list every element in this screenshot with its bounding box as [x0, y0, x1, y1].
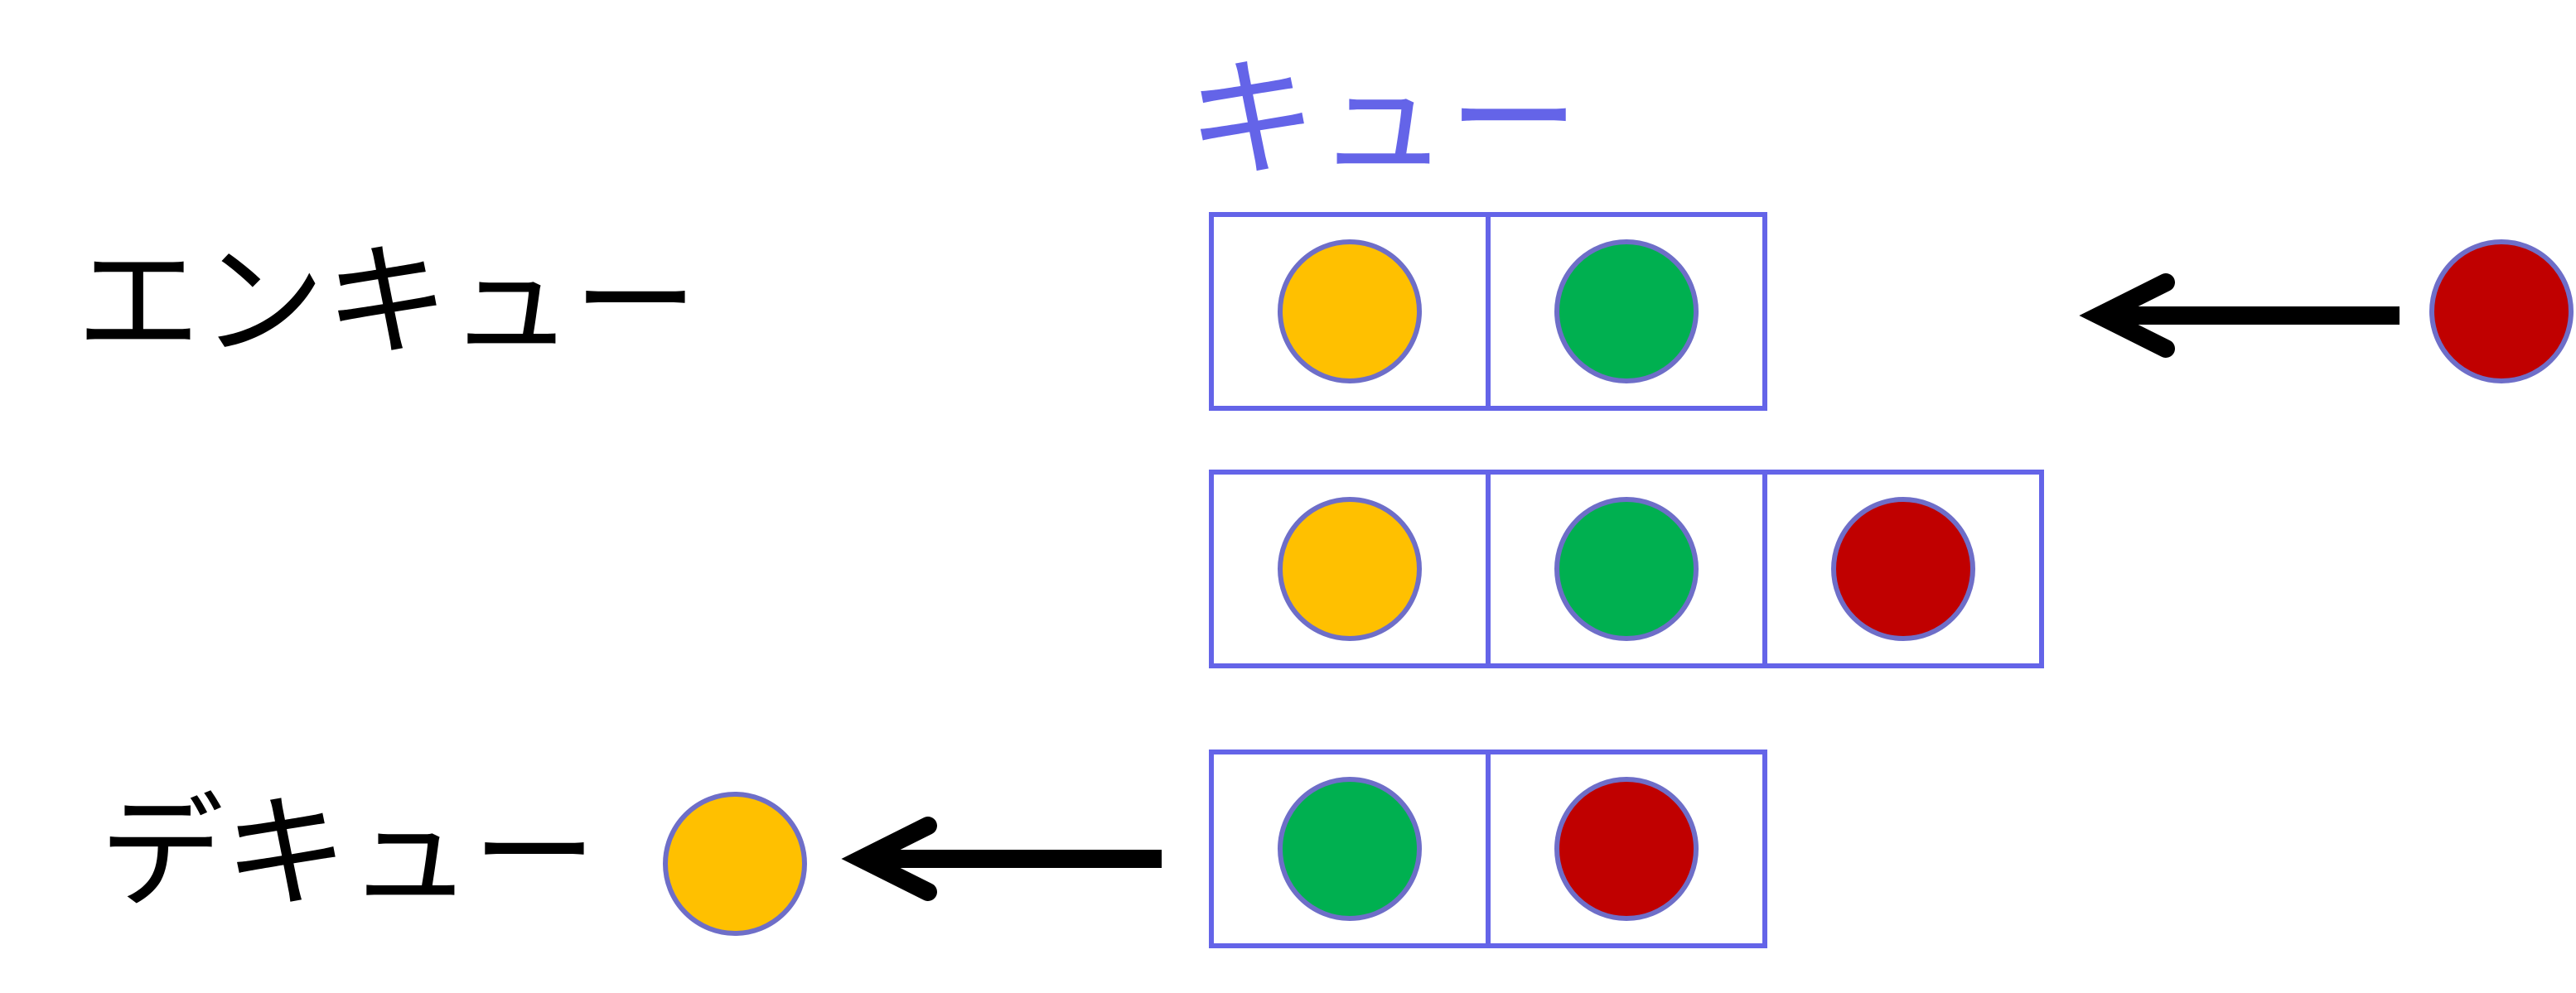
- enqueue-label: エンキュー: [76, 230, 698, 374]
- queue-box: [1209, 470, 2044, 668]
- dequeue-arrow: [841, 817, 1162, 901]
- queue-item-green: [1278, 777, 1422, 921]
- queue-row-after-dequeue: [1209, 750, 1767, 948]
- queue-item-red: [1831, 497, 1975, 641]
- queue-item-yellow: [1278, 239, 1422, 383]
- queue-item-red: [1554, 777, 1699, 921]
- queue-item-yellow: [1278, 497, 1422, 641]
- enqueue-arrow: [2079, 273, 2400, 358]
- outgoing-item-yellow: [663, 792, 807, 936]
- loose-balls: [663, 239, 2574, 936]
- queue-rows: [1209, 212, 2044, 948]
- dequeue-label: デキュー: [99, 782, 597, 926]
- queue-item-green: [1554, 497, 1699, 641]
- queue-item-green: [1554, 239, 1699, 383]
- incoming-item-red: [2429, 239, 2574, 383]
- queue-row-after-enqueue: [1209, 470, 2044, 668]
- queue-title: キュー: [1187, 44, 1579, 196]
- queue-row-before-enqueue: [1209, 212, 1767, 411]
